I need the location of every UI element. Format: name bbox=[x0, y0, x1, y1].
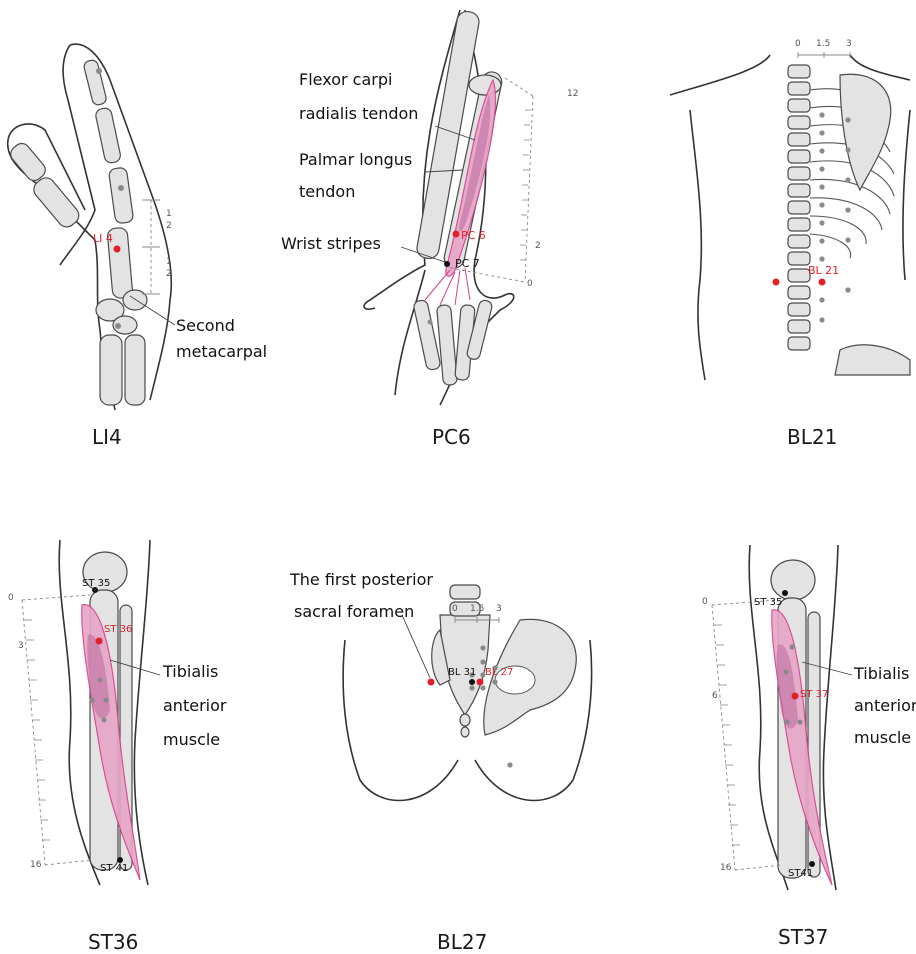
li4-annotation-second: Second bbox=[176, 314, 235, 339]
bl27-annotation-1: The first posterior bbox=[290, 568, 433, 593]
pc6-scale-mid: 2 bbox=[535, 240, 541, 254]
pc7-point-label: PC 7 bbox=[455, 255, 480, 272]
bl27-scale-1: 1.5 bbox=[470, 603, 484, 617]
bl21-point-label: BL 21 bbox=[808, 262, 839, 279]
pc6-annotation-palmar-2: tendon bbox=[299, 180, 355, 205]
pc6-panel: Flexor carpi radialis tendon Palmar long… bbox=[275, 0, 595, 420]
pc6-point-label: PC 6 bbox=[461, 227, 486, 244]
bl21-back-illustration bbox=[660, 0, 916, 420]
pc6-annotation-palmar-1: Palmar longus bbox=[299, 148, 412, 173]
bl27-point-label: BL 27 bbox=[485, 665, 513, 681]
li4-annotation-metacarpal: metacarpal bbox=[176, 340, 267, 365]
st41-point-label: ST 41 bbox=[100, 861, 128, 877]
bl27-annotation-2: sacral foramen bbox=[294, 600, 414, 625]
bl21-caption: BL21 bbox=[787, 425, 837, 449]
bl27-scale-2: 3 bbox=[496, 603, 502, 617]
st35-point-label: ST 35 bbox=[82, 576, 110, 592]
st36-panel: ST 35 ST 36 ST 41 0 3 16 Tibialis anteri… bbox=[0, 520, 290, 953]
st37-panel: ST 35 ST 37 ST41 0 6 16 Tibialis anterio… bbox=[690, 520, 916, 953]
bl27-scale-0: 0 bbox=[452, 603, 458, 617]
pc6-caption: PC6 bbox=[432, 425, 471, 449]
pc6-forearm-illustration bbox=[275, 0, 595, 420]
bl27-left-point-marker bbox=[428, 679, 435, 686]
st36-caption: ST36 bbox=[88, 930, 138, 954]
pc6-scale-bottom: 0 bbox=[527, 278, 533, 292]
bl21-scale-2: 3 bbox=[846, 38, 852, 52]
bl21-scale-1: 1.5 bbox=[816, 38, 830, 52]
pc6-point-marker bbox=[453, 231, 460, 238]
st36-scale-0: 0 bbox=[8, 592, 14, 606]
st41-point-label-st37: ST41 bbox=[788, 866, 813, 882]
li4-point-label: LI 4 bbox=[93, 230, 113, 247]
st35-point-label-st37: ST 35 bbox=[754, 595, 782, 611]
pc6-annotation-flexor-1: Flexor carpi bbox=[299, 68, 392, 93]
li4-point-marker bbox=[114, 246, 121, 253]
bl21-left-point-marker bbox=[773, 279, 780, 286]
li4-caption: LI4 bbox=[92, 425, 122, 449]
pc6-annotation-wrist: Wrist stripes bbox=[281, 232, 381, 257]
st37-annotation-2: anterior bbox=[854, 694, 916, 719]
st36-point-marker bbox=[96, 638, 103, 645]
li4-panel: LI 4 1 2 1 2 Second metacarpal LI4 bbox=[0, 0, 290, 420]
st35-point-marker-st37 bbox=[782, 590, 788, 596]
li4-scale-top-den: 2 bbox=[166, 220, 172, 234]
st36-scale-3: 3 bbox=[18, 640, 24, 654]
pc6-scale-top: 12 bbox=[567, 88, 578, 102]
st36-annotation-1: Tibialis bbox=[163, 660, 218, 685]
bl21-scale-0: 0 bbox=[795, 38, 801, 52]
st37-scale-6: 6 bbox=[712, 690, 718, 704]
bl21-panel: 0 1.5 3 BL 21 BL21 bbox=[660, 0, 916, 420]
st37-scale-16: 16 bbox=[720, 862, 731, 876]
st37-caption: ST37 bbox=[778, 925, 828, 949]
bl27-right-point-marker bbox=[477, 679, 484, 686]
bl27-panel: The first posterior sacral foramen 0 1.5… bbox=[290, 520, 610, 953]
st37-annotation-3: muscle bbox=[854, 726, 911, 751]
st36-scale-16: 16 bbox=[30, 859, 41, 873]
st37-point-label: ST 37 bbox=[800, 687, 828, 703]
st36-point-label: ST 36 bbox=[104, 622, 132, 638]
st37-point-marker bbox=[792, 693, 799, 700]
bl21-right-point-marker bbox=[819, 279, 826, 286]
bl31-point-label: BL 31 bbox=[448, 665, 476, 681]
st36-annotation-2: anterior bbox=[163, 694, 226, 719]
li4-scale-bottom-den: 2 bbox=[166, 268, 172, 282]
bl27-caption: BL27 bbox=[437, 930, 487, 954]
st37-scale-0: 0 bbox=[702, 596, 708, 610]
pc6-annotation-flexor-2: radialis tendon bbox=[299, 102, 418, 127]
st36-annotation-3: muscle bbox=[163, 728, 220, 753]
st37-annotation-1: Tibialis bbox=[854, 662, 909, 687]
st36-leg-illustration bbox=[0, 520, 290, 953]
